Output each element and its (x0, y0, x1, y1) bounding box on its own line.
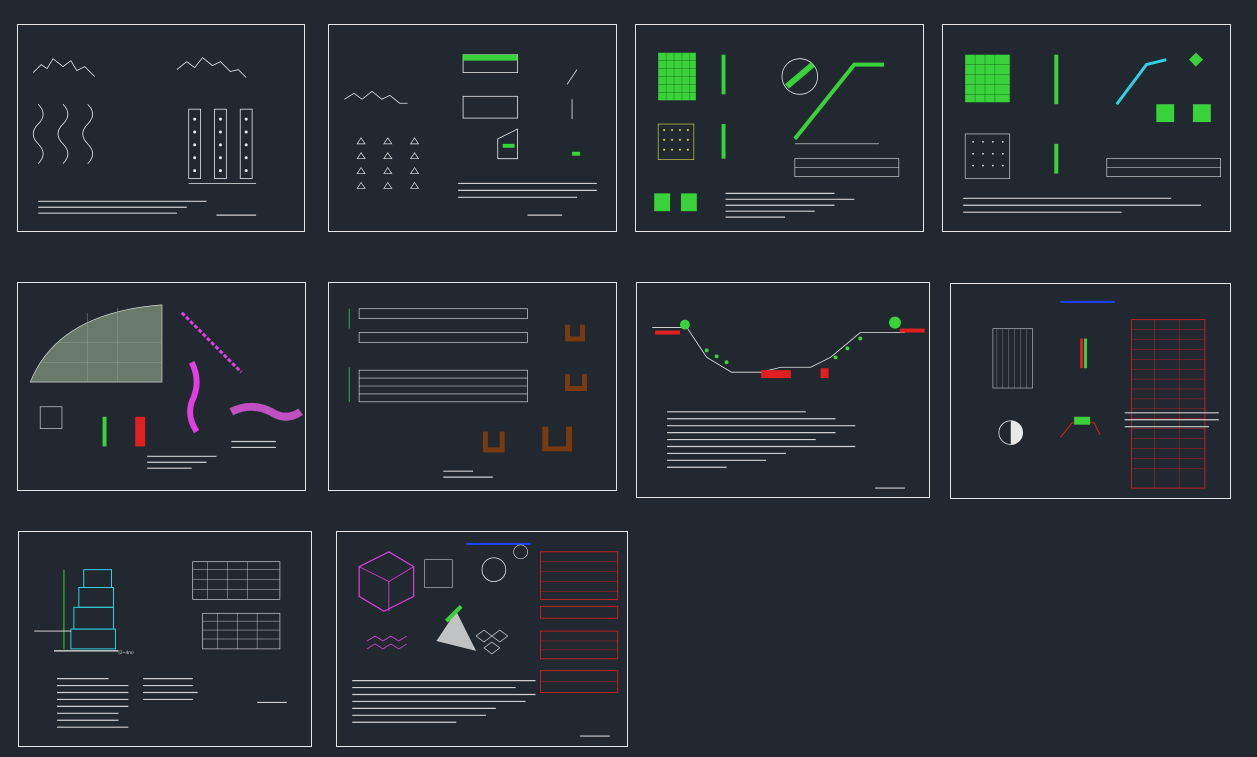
sheet9-caption: (2~4m) (118, 650, 134, 655)
sheet-1-drawing (32, 57, 257, 216)
sheet-2-drawing (344, 54, 597, 216)
drawing-sheet-2[interactable] (328, 24, 617, 232)
drawing-sheet-10[interactable] (336, 531, 628, 747)
drawing-sheet-7[interactable] (636, 282, 930, 498)
drawing-sheet-9[interactable]: (2~4m) (18, 531, 312, 747)
sheet-8-drawing (992, 300, 1219, 489)
sheet-4-drawing (963, 52, 1221, 213)
sheet-5-drawing (29, 304, 303, 469)
drawing-sheet-1[interactable] (17, 24, 305, 232)
sheet-6-drawing (348, 308, 587, 478)
drawing-sheet-3[interactable] (635, 24, 924, 232)
sheet-9-drawing: (2~4m) (34, 561, 287, 728)
drawing-sheet-5[interactable] (17, 282, 306, 491)
sheet-7-drawing (652, 316, 925, 489)
drawing-sheet-4[interactable] (942, 24, 1231, 232)
drawing-sheet-6[interactable] (328, 282, 617, 491)
sheet-10-drawing (352, 542, 619, 737)
sheet-3-drawing (654, 52, 900, 218)
drawing-sheet-8[interactable] (950, 283, 1231, 499)
